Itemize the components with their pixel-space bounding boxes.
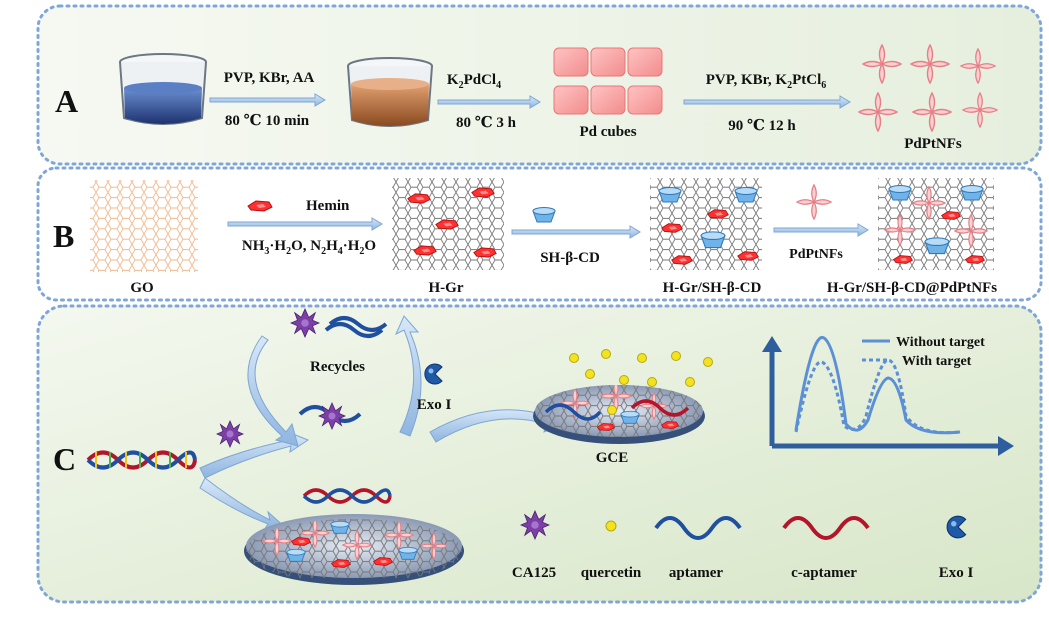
electrode-icon bbox=[533, 385, 705, 444]
cube-icon bbox=[553, 47, 589, 77]
aptamer-wave-icon bbox=[654, 516, 742, 540]
gce-label: GCE bbox=[596, 450, 629, 466]
pd-cubes bbox=[553, 47, 663, 115]
cyclodextrin-icon bbox=[532, 207, 556, 223]
step2-conditions: 80 ℃ 3 h bbox=[456, 115, 517, 131]
hemin-label: Hemin bbox=[306, 198, 350, 214]
h-gr-cd-label: H-Gr/SH-β-CD bbox=[663, 280, 762, 296]
panel-b-letter: B bbox=[53, 218, 74, 254]
quercetin-dot-icon bbox=[607, 405, 617, 415]
ca125-star-icon bbox=[318, 402, 346, 430]
cyclodextrin-icon bbox=[286, 548, 306, 562]
c-aptamer-wave-icon bbox=[782, 516, 870, 540]
key-aptamer: aptamer bbox=[669, 565, 723, 581]
electrode-icon bbox=[244, 514, 464, 585]
key-ca125: CA125 bbox=[512, 565, 556, 581]
dpv-plot: Without target With target bbox=[762, 335, 1014, 456]
graphene-sheet-icon bbox=[90, 180, 198, 272]
cyclodextrin-icon bbox=[398, 546, 418, 560]
cube-icon bbox=[553, 85, 589, 115]
aptamer-wave-icon bbox=[324, 322, 384, 338]
curve-without-target bbox=[794, 335, 961, 435]
cyclodextrin-icon bbox=[658, 187, 682, 203]
arrow-c-recycle-right bbox=[394, 315, 422, 437]
quercetin-dot-icon bbox=[585, 369, 595, 379]
panel-a-letter: A bbox=[55, 83, 78, 119]
quercetin-dot-icon bbox=[601, 349, 611, 359]
quercetin-dot-icon bbox=[685, 377, 695, 387]
cyclodextrin-icon bbox=[330, 520, 350, 534]
cyclodextrin-icon bbox=[734, 187, 758, 203]
quercetin-cluster bbox=[569, 349, 713, 415]
panel-a: A PVP, KBr, AA 80 ℃ 10 min K2PdCl4 80 ℃ … bbox=[36, 4, 1043, 166]
ca125-star-icon bbox=[520, 510, 550, 540]
quercetin-dot-icon bbox=[569, 353, 579, 363]
quercetin-dot-icon bbox=[647, 377, 657, 387]
pdptnfs-label-a: PdPtNFs bbox=[904, 136, 962, 152]
composite-label: H-Gr/SH-β-CD@PdPtNFs bbox=[827, 280, 997, 296]
step3-conditions: 90 ℃ 12 h bbox=[728, 118, 796, 134]
key-quercetin: quercetin bbox=[581, 565, 642, 581]
y-axis-arrowhead bbox=[762, 336, 782, 352]
exo-label: Exo I bbox=[417, 397, 452, 413]
cyclodextrin-icon bbox=[620, 410, 640, 424]
step3-reagent: PVP, KBr, K2PtCl6 bbox=[706, 72, 827, 91]
go-label: GO bbox=[130, 280, 153, 296]
aptamer-wave-icon bbox=[544, 403, 602, 421]
legend-with-target: With target bbox=[902, 354, 972, 369]
arrow-b2 bbox=[511, 225, 641, 239]
beaker-icon bbox=[347, 57, 433, 127]
arrow-b3 bbox=[773, 223, 869, 237]
cyclodextrin-icon bbox=[924, 237, 950, 255]
aptamer-wave-icon bbox=[328, 316, 388, 332]
panel-c-letter: C bbox=[53, 441, 76, 477]
cube-icon bbox=[627, 47, 663, 77]
quercetin-dot-icon bbox=[605, 520, 617, 532]
cube-icon bbox=[590, 47, 626, 77]
curve-with-target bbox=[794, 358, 961, 435]
quercetin-dot-icon bbox=[703, 357, 713, 367]
pd-cubes-label: Pd cubes bbox=[579, 124, 636, 140]
cube-icon bbox=[627, 85, 663, 115]
dna-helix-icon bbox=[302, 488, 392, 504]
arrow-c-bind bbox=[199, 431, 310, 479]
composite-sheet bbox=[878, 178, 994, 270]
beaker-icon bbox=[119, 53, 207, 125]
key-exo: Exo I bbox=[939, 565, 974, 581]
legend-without-target: Without target bbox=[896, 335, 985, 350]
hydrazine-conditions: NH3·H2O, N2H4·H2O bbox=[242, 238, 376, 257]
cube-icon bbox=[590, 85, 626, 115]
h-gr-cd-sheet bbox=[650, 178, 762, 270]
quercetin-dot-icon bbox=[637, 353, 647, 363]
h-gr-label: H-Gr bbox=[429, 280, 464, 296]
arrow-a1 bbox=[209, 93, 326, 107]
panel-c: C Recycles Exo I bbox=[36, 304, 1043, 604]
recycles-label: Recycles bbox=[310, 359, 365, 375]
quercetin-dot-icon bbox=[671, 351, 681, 361]
ca125-star-icon bbox=[290, 308, 320, 338]
sh-cd-label: SH-β-CD bbox=[540, 250, 600, 266]
cyclodextrin-icon bbox=[700, 231, 726, 249]
step1-conditions: 80 ℃ 10 min bbox=[225, 113, 310, 129]
panel-b: B GO Hemin NH3·H2O, N2H4·H2O H-Gr SH-β-C… bbox=[36, 166, 1043, 302]
pdptnfs-label-b: PdPtNFs bbox=[789, 247, 843, 262]
x-axis-arrowhead bbox=[998, 436, 1014, 456]
cyclodextrin-icon bbox=[888, 185, 912, 201]
dna-helix-icon bbox=[86, 450, 197, 470]
h-gr-sheet bbox=[392, 178, 504, 270]
ca125-star-icon bbox=[216, 420, 244, 448]
arrow-b1 bbox=[227, 217, 383, 231]
c-aptamer-wave-icon bbox=[630, 399, 690, 417]
quercetin-dot-icon bbox=[619, 375, 629, 385]
symbol-key: CA125 quercetin aptamer c-aptamer Exo I bbox=[512, 510, 974, 581]
arrow-a3 bbox=[683, 95, 851, 109]
arrow-c-recycle-left bbox=[247, 335, 299, 447]
step1-reagents: PVP, KBr, AA bbox=[224, 70, 315, 86]
arrow-a2 bbox=[437, 95, 541, 109]
key-c-aptamer: c-aptamer bbox=[791, 565, 857, 581]
cyclodextrin-icon bbox=[960, 185, 984, 201]
step2-reagent: K2PdCl4 bbox=[447, 72, 501, 91]
